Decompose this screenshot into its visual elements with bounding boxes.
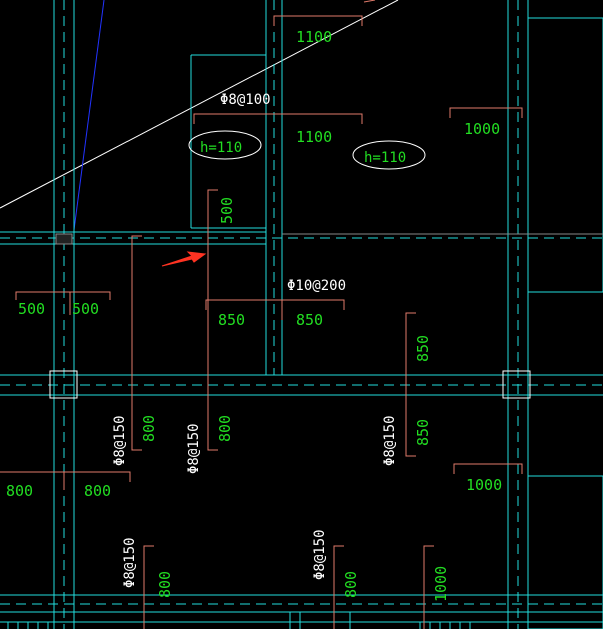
corner-tick: [363, 0, 376, 3]
dimension-label: 800: [156, 571, 174, 598]
rebar-label-left-2: Φ8@150: [186, 423, 202, 474]
dimension-label: 1000: [464, 120, 500, 138]
blue-leader-line: [73, 0, 105, 231]
slab-thickness-label-right: h=110: [364, 150, 406, 166]
diagonal-reference-line: [0, 0, 399, 209]
column-right: [502, 370, 531, 399]
dimension-label: 850: [414, 419, 432, 446]
dimension-label: 800: [140, 415, 158, 442]
beam-bottom-horizontal: [0, 594, 603, 613]
dimension-label: 850: [414, 335, 432, 362]
rebar-label-top: Φ8@100: [220, 92, 271, 108]
dimension-label: 1000: [466, 476, 502, 494]
right-edge-outline: [527, 17, 603, 629]
rebar-label-right-1: Φ8@150: [382, 415, 398, 466]
dimension-lines: [0, 15, 523, 629]
rebar-label-bottom-1: Φ8@150: [122, 537, 138, 588]
dimension-label: 500: [72, 300, 99, 318]
beam-right-vertical: [507, 0, 529, 629]
column-left: [49, 370, 78, 399]
dimension-label: 850: [218, 311, 245, 329]
rebar-label-mid: Φ10@200: [287, 278, 346, 294]
dimension-label: 800: [342, 571, 360, 598]
dimension-label: 800: [216, 415, 234, 442]
dimension-label: 500: [18, 300, 45, 318]
slab-thickness-ellipse-left: [188, 130, 262, 160]
dimension-label: 500: [218, 197, 236, 224]
highlight-arrow-icon: [161, 251, 207, 267]
dimension-label: 800: [84, 482, 111, 500]
slab-thickness-ellipse-right: [352, 140, 426, 170]
beam-middle-horizontal: [0, 374, 603, 396]
dimension-label: 1000: [432, 566, 450, 602]
slab-thickness-label-left: h=110: [200, 140, 242, 156]
rebar-label-bottom-2: Φ8@150: [312, 529, 328, 580]
beam-top-horizontal: [0, 231, 603, 245]
dimension-label: 1100: [296, 128, 332, 146]
beam-middle-vertical: [265, 0, 283, 375]
rebar-label-left-1: Φ8@150: [112, 415, 128, 466]
bottom-hatch: [0, 612, 603, 629]
dimension-label: 1100: [296, 28, 332, 46]
column-top-left: [55, 233, 73, 245]
dimension-label: 850: [296, 311, 323, 329]
shaft-outline: [190, 54, 266, 229]
dimension-label: 800: [6, 482, 33, 500]
beam-left-vertical: [53, 0, 75, 629]
